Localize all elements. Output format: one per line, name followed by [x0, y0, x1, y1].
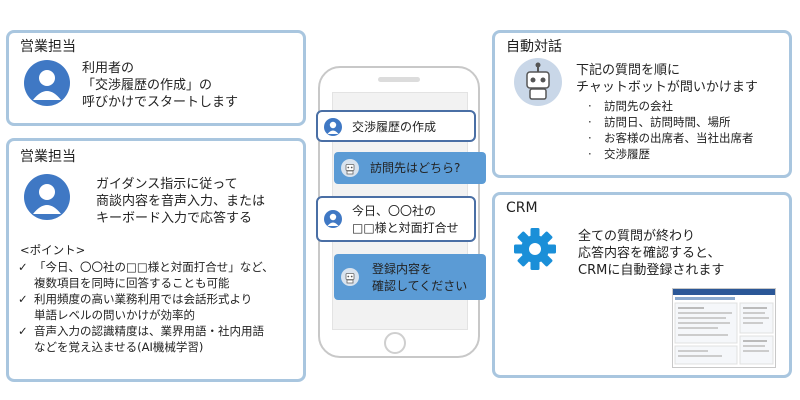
chat-message-bot-1	[334, 152, 486, 184]
chat-message-user-2-line-2: □□様と対面打合せ	[352, 221, 459, 235]
auto-dialogue-title: 自動対話	[506, 39, 562, 55]
sales-rep-response-title: 営業担当	[20, 149, 76, 165]
crm-screenshot-thumbnail	[672, 288, 776, 368]
user-avatar-icon	[24, 60, 70, 106]
check-icon: ✓	[18, 292, 28, 306]
question-item-4: 交渉履歴	[604, 147, 650, 161]
point-2-line-2: 単語レベルの問いかけが効率的	[34, 308, 195, 322]
response-line-3: キーボード入力で応答する	[96, 211, 253, 226]
point-3-line-2: などを覚え込ませる(AI機械学習)	[34, 340, 204, 354]
dialogue-line-2: チャットボットが問いかけます	[576, 80, 758, 95]
point-2-line-1: 利用頻度の高い業務利用では会話形式より	[34, 292, 253, 306]
point-1-line-1: 「今日、〇〇社の□□様と対面打合せ」など、	[34, 260, 274, 274]
bullet-dot: ·	[588, 99, 592, 113]
crm-title: CRM	[506, 200, 538, 216]
response-line-1: ガイダンス指示に従って	[96, 177, 238, 192]
chat-message-user-2	[316, 196, 476, 242]
point-3-line-1: 音声入力の認識精度は、業界用語・社内用語	[34, 324, 264, 338]
phone-home-button	[384, 332, 406, 354]
chat-message-bot-2-line-1: 登録内容を	[372, 262, 433, 276]
crm-line-3: CRMに自動登録されます	[578, 263, 725, 278]
chat-message-bot-2	[334, 254, 486, 300]
chat-message-user-1-text: 交渉履歴の作成	[352, 120, 437, 134]
crm-line-1: 全ての質問が終わり	[578, 229, 696, 244]
check-icon: ✓	[18, 324, 28, 338]
point-1-line-2: 複数項目を同時に回答することも可能	[34, 276, 230, 290]
robot-icon	[514, 58, 562, 106]
phone-speaker	[378, 77, 420, 82]
sales-rep-start-title: 営業担当	[20, 39, 76, 55]
question-item-1: 訪問先の会社	[604, 99, 673, 113]
crm-line-2: 応答内容を確認すると、	[578, 246, 721, 261]
start-line-3: 呼びかけでスタートします	[82, 95, 239, 110]
chat-message-bot-2-line-2: 確認してください	[372, 279, 468, 293]
start-line-1: 利用者の	[82, 61, 135, 76]
chat-message-user-2-line-1: 今日、〇〇社の	[352, 204, 437, 218]
user-avatar-icon	[324, 118, 342, 136]
points-header: <ポイント>	[20, 243, 86, 257]
chat-message-user-1	[316, 110, 476, 142]
bullet-dot: ·	[588, 131, 592, 145]
chat-message-bot-1-text: 訪問先はどちら?	[370, 161, 461, 175]
user-avatar-icon	[324, 210, 342, 228]
response-line-2: 商談内容を音声入力、または	[96, 194, 266, 209]
question-item-2: 訪問日、訪問時間、場所	[604, 115, 731, 129]
bullet-dot: ·	[588, 115, 592, 129]
start-line-2: 「交渉履歴の作成」の	[82, 78, 213, 93]
check-icon: ✓	[18, 260, 28, 274]
question-item-3: お客様の出席者、当社出席者	[604, 131, 754, 145]
dialogue-line-1: 下記の質問を順に	[576, 63, 681, 78]
robot-icon	[341, 159, 359, 177]
bullet-dot: ·	[588, 147, 592, 161]
robot-icon	[341, 268, 359, 286]
user-avatar-icon	[24, 174, 70, 220]
gear-icon	[512, 226, 558, 272]
